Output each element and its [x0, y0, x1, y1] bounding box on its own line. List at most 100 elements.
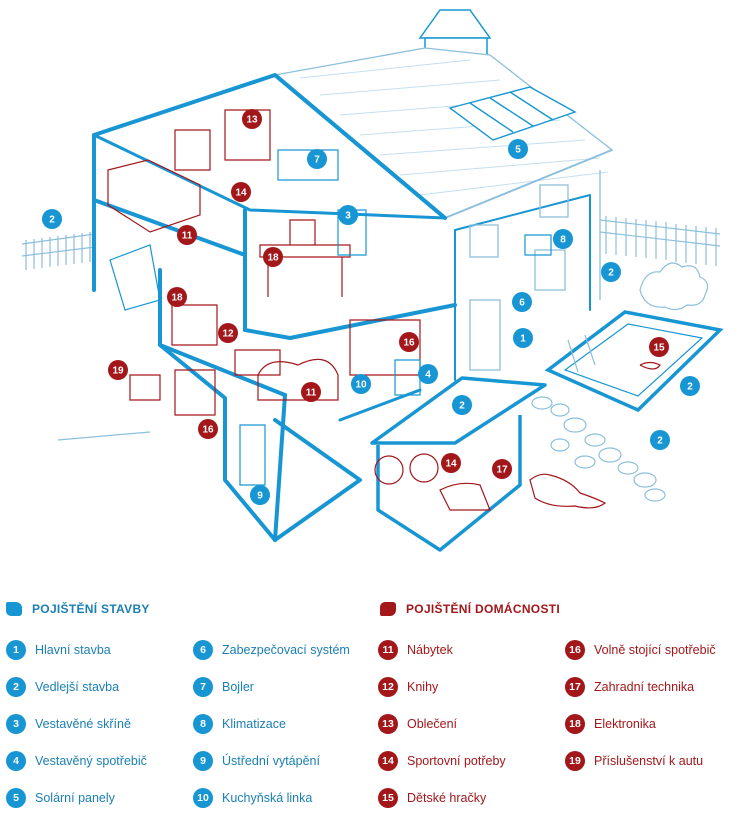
garden-bush: [639, 262, 709, 311]
marker-label: 18: [267, 253, 279, 264]
legend-number-badge: 3: [6, 714, 26, 734]
legend-item-label: Elektronika: [594, 717, 656, 731]
legend-item-label: Zahradní technika: [594, 680, 695, 694]
marker-11: 11: [301, 382, 321, 402]
marker-circle: [553, 229, 573, 249]
marker-19: 19: [108, 360, 128, 380]
legend-item-label: Hlavní stavba: [35, 643, 111, 657]
household-items-sketch: [107, 109, 661, 511]
marker-circle: [399, 332, 419, 352]
blue-paint-swatch-icon: [6, 602, 22, 616]
marker-label: 16: [403, 338, 415, 349]
marker-label: 11: [182, 231, 193, 242]
legend-number-badge: 11: [378, 640, 398, 660]
marker-circle: [492, 459, 512, 479]
house-facade: [469, 170, 601, 371]
marker-circle: [513, 328, 533, 348]
marker-2: 2: [42, 209, 62, 229]
marker-6: 6: [512, 292, 532, 312]
marker-label: 14: [445, 459, 457, 470]
marker-label: 1: [520, 334, 526, 345]
marker-1: 1: [513, 328, 533, 348]
legend-number-badge: 13: [378, 714, 398, 734]
legend-item-label: Vestavěný spotřebič: [35, 754, 147, 768]
legend-item-label: Bojler: [222, 680, 254, 694]
legend-item-label: Sportovní potřeby: [407, 754, 506, 768]
marker-circle: [307, 149, 327, 169]
marker-circle: [601, 262, 621, 282]
marker-18: 18: [263, 247, 283, 267]
callout-markers: 2222213456789101111121314141516161718181…: [42, 109, 700, 505]
pool: [544, 310, 724, 413]
marker-2: 2: [650, 430, 670, 450]
house-cutaway-illustration: 2222213456789101111121314141516161718181…: [21, 9, 724, 552]
marker-label: 7: [314, 155, 320, 166]
marker-circle: [263, 247, 283, 267]
marker-circle: [680, 376, 700, 396]
marker-circle: [512, 292, 532, 312]
legend-item-1: 1 Hlavní stavba: [6, 640, 111, 660]
marker-label: 2: [49, 215, 55, 226]
marker-14: 14: [441, 453, 461, 473]
marker-4: 4: [418, 364, 438, 384]
marker-circle: [42, 209, 62, 229]
marker-label: 12: [222, 329, 234, 340]
legend-number-badge: 5: [6, 788, 26, 808]
marker-label: 17: [496, 465, 508, 476]
marker-15: 15: [649, 337, 669, 357]
marker-label: 8: [560, 235, 566, 246]
legend-number-badge: 6: [193, 640, 213, 660]
marker-17: 17: [492, 459, 512, 479]
legend-number-badge: 12: [378, 677, 398, 697]
marker-14: 14: [231, 182, 251, 202]
marker-7: 7: [307, 149, 327, 169]
marker-label: 16: [202, 425, 214, 436]
legend-item-label: Dětské hračky: [407, 791, 487, 805]
legend-item-5: 5 Solární panely: [6, 788, 115, 808]
marker-circle: [351, 374, 371, 394]
legend-item-label: Ústřední vytápění: [222, 754, 320, 768]
legend-item-label: Solární panely: [35, 791, 115, 805]
building-items-sketch: [109, 149, 552, 486]
legend-item-label: Příslušenství k autu: [594, 754, 704, 768]
marker-label: 6: [519, 298, 525, 309]
legend-household-title: POJIŠTĚNÍ DOMÁCNOSTI: [380, 602, 560, 616]
marker-label: 15: [653, 343, 665, 354]
legend-item-label: Kuchyňská linka: [222, 791, 313, 805]
marker-8: 8: [553, 229, 573, 249]
marker-11: 11: [177, 225, 197, 245]
right-fence: [599, 216, 721, 266]
marker-9: 9: [250, 485, 270, 505]
marker-circle: [167, 287, 187, 307]
marker-circle: [108, 360, 128, 380]
marker-label: 5: [515, 145, 521, 156]
marker-circle: [177, 225, 197, 245]
marker-circle: [418, 364, 438, 384]
marker-circle: [301, 382, 321, 402]
legend-number-badge: 15: [378, 788, 398, 808]
marker-circle: [250, 485, 270, 505]
legend-number-badge: 1: [6, 640, 26, 660]
marker-13: 13: [242, 109, 262, 129]
marker-label: 2: [657, 436, 663, 447]
marker-10: 10: [351, 374, 371, 394]
legend-item-label: Klimatizace: [222, 717, 286, 731]
marker-2: 2: [601, 262, 621, 282]
marker-label: 3: [345, 211, 351, 222]
marker-circle: [242, 109, 262, 129]
legend-number-badge: 16: [565, 640, 585, 660]
marker-circle: [508, 139, 528, 159]
legend-number-badge: 2: [6, 677, 26, 697]
